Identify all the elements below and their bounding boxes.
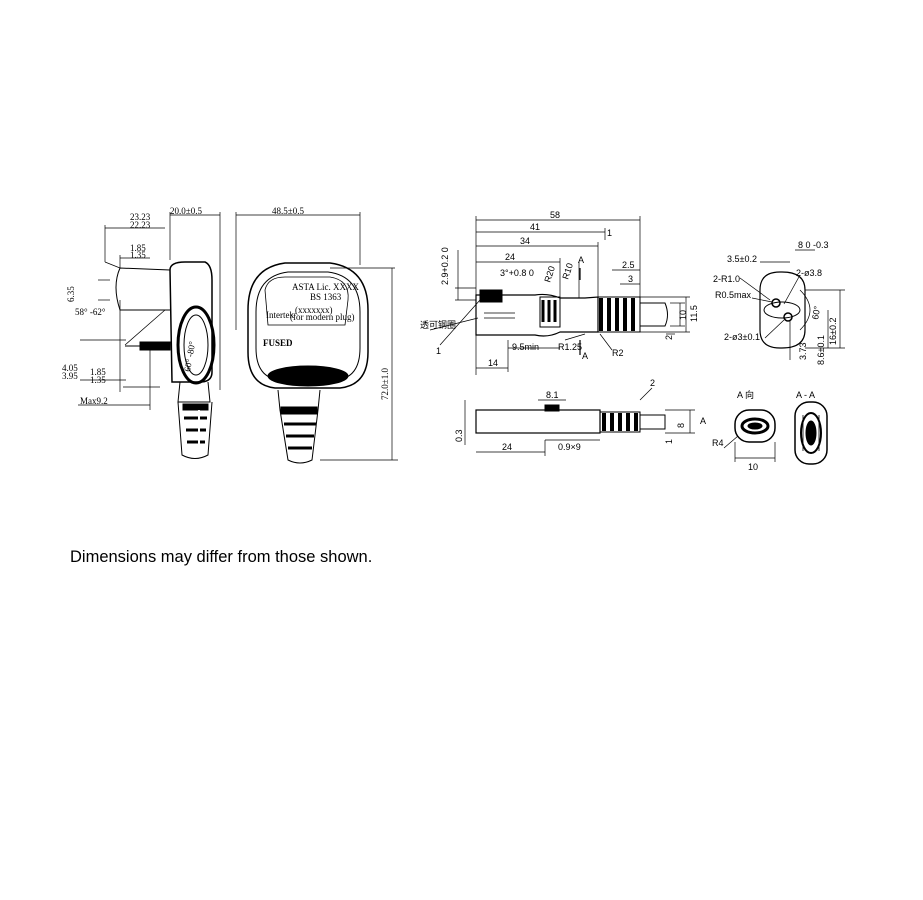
dim-8-1: 8.1	[546, 390, 559, 400]
dim-r4: R4	[712, 438, 724, 448]
dim-23-23: 23.23	[130, 212, 151, 222]
dim-2-r1-0: 2-R1.0	[713, 274, 740, 284]
dim-max-9-2: Max9.2	[80, 396, 108, 406]
dim-pin2-1-35: 1.35	[90, 375, 106, 385]
dim-2-phi3-8: 2-ø3.8	[796, 268, 822, 278]
dim-r2: R2	[612, 348, 624, 358]
uk-plug-front-view	[235, 212, 398, 464]
section-a-title: A 向	[737, 389, 754, 400]
c7-front-face-view	[739, 249, 845, 360]
dim-side-6-35: 6.35	[66, 286, 76, 302]
dim-14: 14	[488, 358, 498, 368]
callout-2: 2	[650, 378, 655, 388]
plug-fused-text: FUSED	[263, 338, 293, 348]
dim-3-5: 3.5±0.2	[727, 254, 757, 264]
plug-intertek-text: Intertek	[266, 310, 294, 320]
dim-pin-1-85: 1.85	[130, 243, 146, 253]
dim-60-deg: 60°	[810, 305, 822, 321]
dim-2: 2	[664, 335, 674, 340]
dim-2-phi3: 2-ø3±0.1	[724, 332, 760, 342]
dim-10-section: 10	[748, 462, 758, 472]
c7-connector-top-view	[464, 387, 695, 456]
dim-1: 1	[607, 228, 612, 238]
uk-plug-side-view	[78, 212, 221, 459]
dim-41: 41	[530, 222, 540, 232]
plug-bs-text: BS 1363	[310, 292, 342, 302]
dim-3-95: 3.95	[62, 371, 78, 381]
dim-r1-25: R1.25	[558, 342, 582, 352]
dim-3: 3	[628, 274, 633, 284]
dim-pin-1-35: 1.35	[130, 250, 146, 260]
dim-r0-5max: R0.5max	[715, 290, 752, 300]
dim-0-9x9: 0.9×9	[558, 442, 581, 452]
dimensions-disclaimer: Dimensions may differ from those shown.	[70, 548, 373, 566]
c7-connector-side-view	[429, 216, 690, 375]
dim-thickness: 20.0±0.5	[170, 206, 202, 216]
dim-8: 8	[676, 423, 686, 428]
section-marker-a-top: A	[578, 255, 584, 265]
dim-9-5min: 9.5min	[512, 342, 539, 352]
dim-height: 72.0±1.0	[380, 368, 390, 400]
dim-r10: R10	[560, 262, 575, 281]
dim-2-9: 2.9+0.2 0	[440, 247, 450, 285]
dim-24-b: 24	[502, 442, 512, 452]
plug-note2-text: (for modern plug)	[290, 312, 354, 322]
dim-3-73: 3.73	[798, 342, 808, 360]
dim-10: 10	[678, 310, 688, 320]
section-arrow-a: A	[700, 416, 706, 426]
dim-24: 24	[505, 252, 515, 262]
dim-4-05: 4.05	[62, 363, 78, 373]
section-a-view	[723, 409, 776, 462]
dim-r20: R20	[542, 265, 557, 284]
dim-angle-58-62: 58° -62°	[75, 307, 106, 317]
section-marker-a-bottom: A	[582, 351, 588, 361]
dim-16: 16±0.2	[828, 318, 838, 345]
dim-width: 48.5±0.5	[272, 206, 304, 216]
dim-pin2-1-85: 1.85	[90, 367, 106, 377]
dim-58: 58	[550, 210, 560, 220]
plug-note1-text: (xxxxxxx)	[295, 305, 333, 315]
dim-34: 34	[520, 236, 530, 246]
section-aa-view	[794, 401, 828, 465]
dim-1-b: 1	[664, 439, 674, 444]
dim-11-5: 11.5	[689, 305, 699, 322]
dim-22-23: 22.23	[130, 220, 151, 230]
plug-license-text: ASTA Lic. XXXX	[292, 282, 360, 292]
dim-8-6: 8.6±0.1	[816, 335, 826, 365]
callout-1: 1	[436, 346, 441, 356]
callout-chinese-note: 透可钢圈	[420, 319, 456, 330]
dim-3-deg: 3°+0.8 0	[500, 268, 534, 278]
dim-2-5: 2.5	[622, 260, 635, 270]
dim-0-3: 0.3	[454, 429, 464, 442]
dim-8-front: 8 0 -0.3	[798, 240, 829, 250]
section-aa-title: A - A	[796, 390, 815, 400]
